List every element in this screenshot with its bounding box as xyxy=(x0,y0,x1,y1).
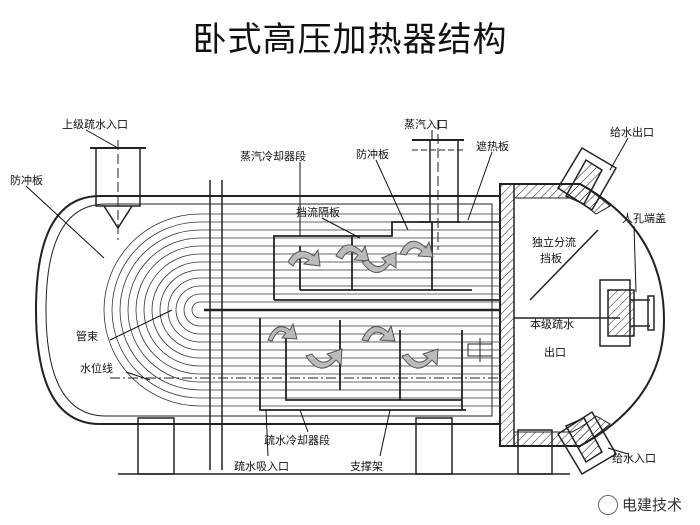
label-steam-cooler-section: 蒸汽冷却器段 xyxy=(240,149,306,163)
feedwater-nozzles xyxy=(556,146,618,476)
manhole xyxy=(599,279,655,347)
label-partition-plate: 挡板 xyxy=(540,251,562,265)
label-drain-cooler-section: 疏水冷却器段 xyxy=(264,433,330,447)
label-final-drain-outlet-1: 本级疏水 xyxy=(530,317,574,331)
support-plates xyxy=(209,180,223,470)
label-support: 支撑架 xyxy=(350,459,383,473)
u-bends xyxy=(103,213,201,407)
watermark: 电建技术 xyxy=(597,494,682,515)
shell xyxy=(34,195,501,425)
label-impingement-plate-left: 防冲板 xyxy=(10,173,43,187)
flow-arrows xyxy=(267,240,439,369)
label-final-drain-outlet-2: 出口 xyxy=(544,345,566,359)
label-water-level-line: 水位线 xyxy=(80,361,113,375)
watermark-text: 电建技术 xyxy=(621,496,682,514)
label-heat-shield: 遮热板 xyxy=(476,139,509,153)
upper-drain-nozzle xyxy=(90,140,146,240)
label-manhole-cover: 人孔端盖 xyxy=(622,211,666,225)
label-feedwater-inlet: 给水入口 xyxy=(612,452,656,465)
label-upper-drain-inlet: 上级疏水入口 xyxy=(62,117,128,131)
steam-cooler-box xyxy=(273,221,500,301)
label-feedwater-outlet: 给水出口 xyxy=(610,125,654,139)
page-title: 卧式高压加热器结构 xyxy=(192,20,508,60)
label-steam-inlet: 蒸汽入口 xyxy=(404,117,448,131)
label-independent-partition: 独立分流 xyxy=(532,235,576,249)
label-drain-suction-inlet: 疏水吸入口 xyxy=(234,459,289,473)
wechat-logo-icon xyxy=(597,494,618,515)
tube-bundle xyxy=(200,213,500,407)
label-baffle-plate: 挡流隔板 xyxy=(296,205,340,219)
support-legs xyxy=(118,417,570,475)
label-impingement-plate-mid: 防冲板 xyxy=(356,147,389,161)
leader-lines xyxy=(25,129,637,457)
label-tube-bundle: 管束 xyxy=(76,329,98,343)
